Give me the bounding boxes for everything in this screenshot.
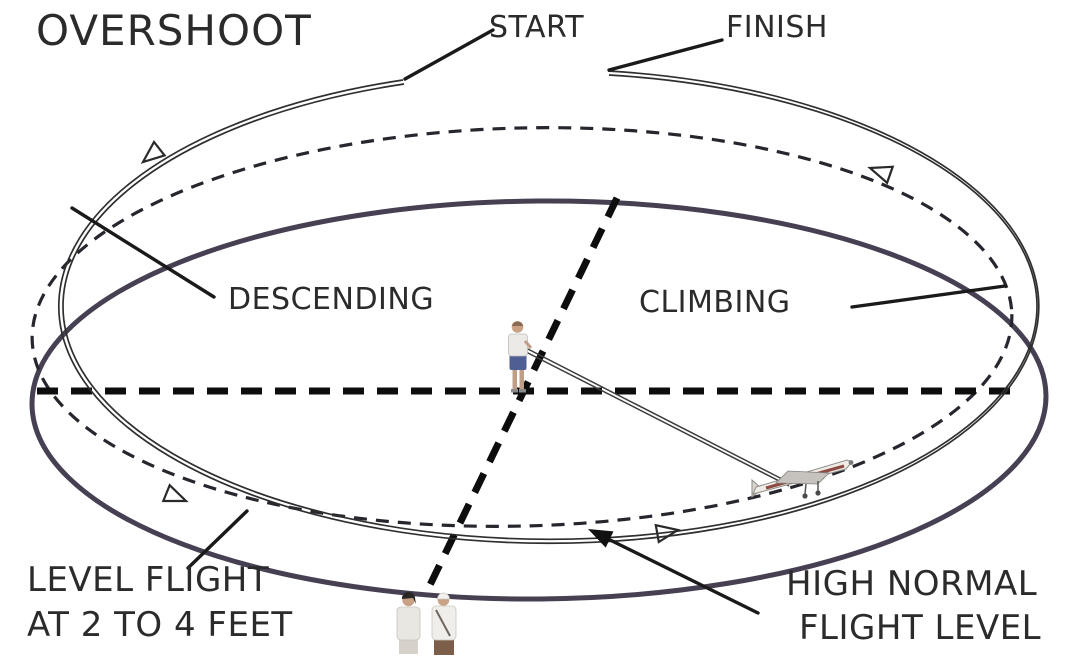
descending-label: DESCENDING [228,282,435,317]
high-flight-level-ellipse [30,126,1014,528]
leader-lines [70,28,1007,615]
flight-direction-arrow [161,483,189,503]
descending-leader-line [70,206,216,299]
flight-path-outer-line [57,70,1040,545]
flight-direction-arrow [867,165,895,185]
airplane-figure [751,459,854,499]
level-flight-leader-line [186,509,249,570]
flight-direction-arrow [140,140,167,164]
spectator-left [396,591,421,654]
high-normal-label-line2: FLIGHT LEVEL [799,608,1042,648]
flight-direction-arrows [140,140,895,544]
high-normal-label-line1: HIGH NORMAL [786,564,1038,604]
control-lines [521,345,790,487]
start-leader-line [403,28,495,81]
level-flight-label-line1: LEVEL FLIGHT [27,560,270,600]
flight-path [57,70,1040,545]
climbing-leader-line [850,284,1007,309]
finish-leader-line [607,38,724,72]
high-normal-leader-line [600,534,760,615]
ground-circle [29,198,1049,602]
finish-label: FINISH [726,10,828,45]
spectator-right [431,592,457,655]
pilot-figure [508,321,533,393]
climbing-label: CLIMBING [639,285,791,320]
flight-direction-arrow [654,523,681,544]
flight-path-inner-line [62,74,1038,541]
level-flight-label-line2: AT 2 TO 4 FEET [27,605,293,645]
diagram-title: OVERSHOOT [36,6,312,55]
start-label: START [489,10,585,45]
spectators-figure [396,591,457,655]
high-normal-arrowhead [588,529,614,548]
